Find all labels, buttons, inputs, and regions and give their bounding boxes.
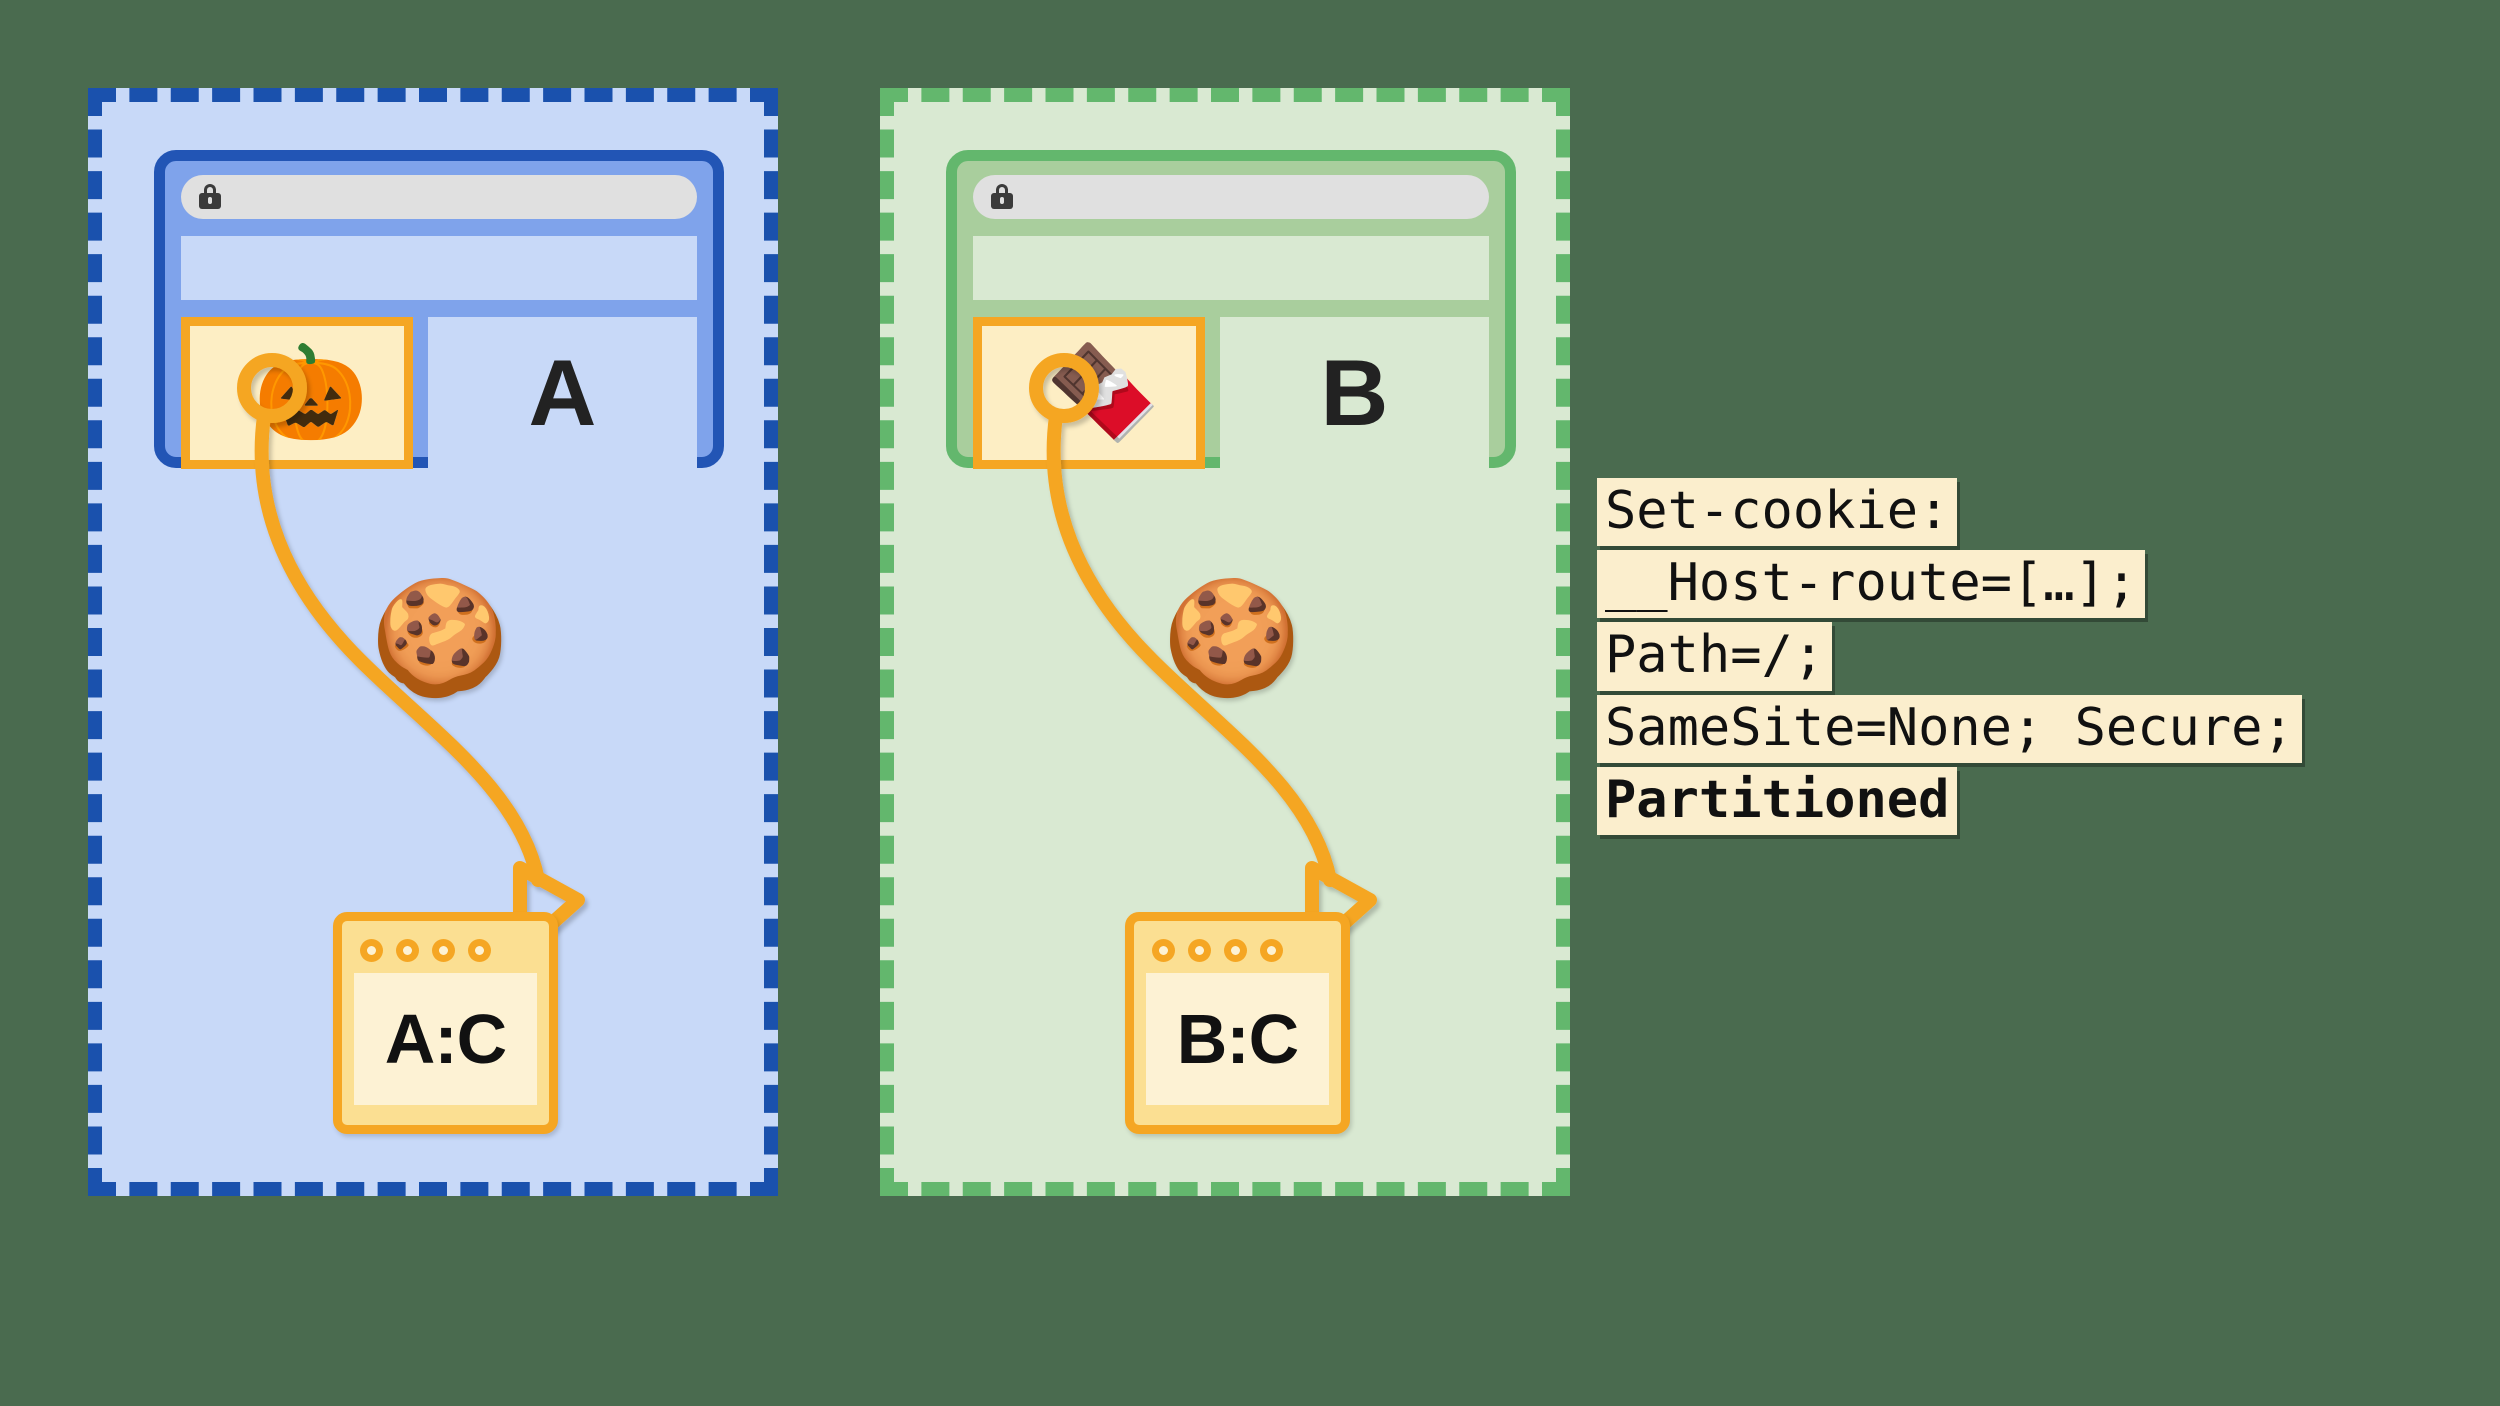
- code-line: Set-cookie:: [1597, 478, 1958, 547]
- partitioned-storage-a: A:C: [333, 912, 558, 1134]
- storage-key-b: B:C: [1176, 1000, 1299, 1078]
- page-header-strip-a: [181, 236, 697, 300]
- storage-dot: [432, 939, 455, 962]
- cookie-icon: 🍪: [370, 575, 510, 700]
- set-cookie-header-code: Set-cookie: __Host-route=[…]; Path=/; Sa…: [1597, 478, 2302, 839]
- storage-screen-b: B:C: [1146, 973, 1329, 1105]
- code-line-partitioned: Partitioned: [1597, 766, 1958, 836]
- partition-b-boundary: [880, 88, 1570, 1196]
- lock-icon: [991, 184, 1013, 210]
- storage-dot: [360, 939, 383, 962]
- storage-dots-b: [1146, 933, 1329, 962]
- partition-a-boundary: [88, 88, 778, 1196]
- storage-key-a: A:C: [384, 1000, 507, 1078]
- lock-icon: [199, 184, 221, 210]
- storage-dot: [468, 939, 491, 962]
- code-line: SameSite=None; Secure;: [1597, 694, 2302, 763]
- partitioned-storage-b: B:C: [1125, 912, 1350, 1134]
- page-header-strip-b: [973, 236, 1489, 300]
- code-line: Path=/;: [1597, 622, 1833, 691]
- address-bar-a[interactable]: [181, 175, 697, 219]
- storage-screen-a: A:C: [354, 973, 537, 1105]
- storage-dots-a: [354, 933, 537, 962]
- code-line: __Host-route=[…];: [1597, 550, 2146, 619]
- storage-dot: [1224, 939, 1247, 962]
- cookie-icon: 🍪: [1162, 575, 1302, 700]
- storage-dot: [1188, 939, 1211, 962]
- storage-dot: [1260, 939, 1283, 962]
- storage-dot: [396, 939, 419, 962]
- address-bar-b[interactable]: [973, 175, 1489, 219]
- storage-dot: [1152, 939, 1175, 962]
